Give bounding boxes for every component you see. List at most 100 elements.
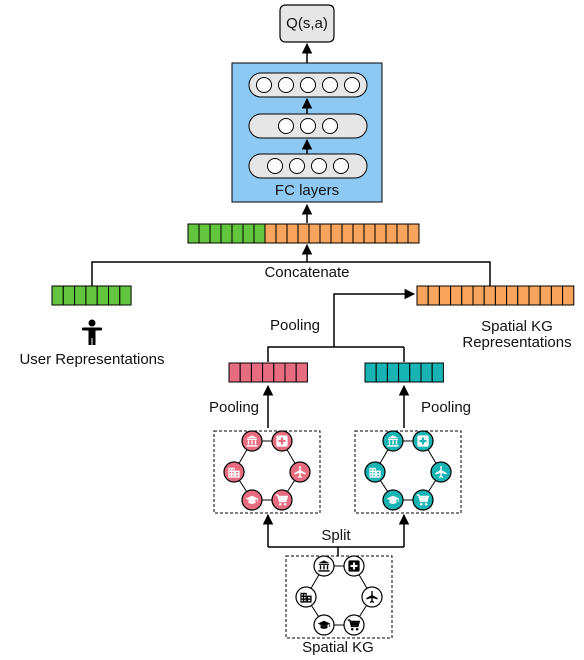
graph-box [354,430,462,514]
vector-cell [363,223,376,244]
vector-cell [242,223,255,244]
graph-box [285,555,393,639]
fc-layers-panel: FC layers [231,62,383,203]
fc-node [333,158,349,174]
fc-node [256,77,272,93]
vector-cell [427,285,440,306]
vector-cell [407,223,420,244]
vector-cell [352,223,365,244]
fc-node [300,118,316,134]
hospital-icon [276,435,288,447]
person-icon [82,319,102,345]
spatial-kg-rep-label-line1: Spatial KG [481,318,553,335]
pooling-left-label: Pooling [209,399,259,416]
vector-cell [450,285,463,306]
vector-cell [198,223,211,244]
vector-cell [220,223,233,244]
pooling-tree-left [267,346,404,362]
vector-cell [396,223,409,244]
vector-cell [398,362,411,383]
vector-cell [385,223,398,244]
user-representations-label: User Representations [19,351,164,368]
vector-cell [187,223,200,244]
split-label: Split [321,527,351,544]
vector-cell [297,223,310,244]
fc-layer-2-nodes [278,118,338,134]
vector-cell [286,223,299,244]
concatenate-label: Concatenate [264,264,349,281]
vector-cell [273,362,286,383]
vector-cell [319,223,332,244]
vector-cell [51,285,64,306]
concatenate-label-bg [250,263,362,281]
vector-cell [284,362,297,383]
vector-cell [330,223,343,244]
vector-cell [431,362,444,383]
fc-node [322,118,338,134]
vector-cell [472,285,485,306]
vector-cell [228,362,241,383]
output-node: Q(s,a) [279,4,335,43]
spatial-kg-label: Spatial KG [302,639,374,656]
teal-pooled-vector [364,362,444,383]
fc-node [289,158,305,174]
vector-cell [295,362,308,383]
pink-pooled-vector [228,362,308,383]
fc-node [278,77,294,93]
vector-cell [262,362,275,383]
hospital-icon [348,560,360,572]
graph-box [213,430,321,514]
pooling-arrow-to-kg-rep [333,288,416,347]
vector-cell [119,285,132,306]
vector-cell [253,223,266,244]
vector-cell [341,223,354,244]
pink-subgraph [213,430,321,514]
teal-subgraph [354,430,462,514]
vector-cell [308,223,321,244]
vector-cell [539,285,552,306]
vector-cell [494,285,508,306]
vector-cell [409,362,422,383]
vector-cell [264,223,277,244]
vector-cell [231,223,244,244]
vector-cell [550,285,564,306]
spatial-kg-representation-vector [416,285,575,306]
fc-layers-label: FC layers [275,182,339,199]
vector-cell [209,223,222,244]
vector-cell [250,362,264,383]
vector-cell [62,285,76,306]
vector-cell [108,285,121,306]
vector-cell [562,285,575,306]
vector-cell [438,285,452,306]
fc-layer-1 [248,153,368,179]
vector-cell [386,362,400,383]
fc-layer-1-nodes [267,158,349,174]
user-representation-vector [51,285,132,306]
vector-cell [275,223,288,244]
spatial-kg-rep-label-line2: Representations [462,334,571,351]
vector-cell [85,285,98,306]
fc-node [311,158,327,174]
spatial-kg-graph [285,555,393,639]
vector-cell [96,285,109,306]
vector-cell [528,285,541,306]
vector-cell [375,362,388,383]
output-label: Q(s,a) [286,15,328,32]
vector-cell [239,362,252,383]
fc-node [267,158,283,174]
fc-node [278,118,294,134]
fc-node [300,77,316,93]
fc-node [344,77,360,93]
pooling-top-label: Pooling [270,317,320,334]
vector-cell [74,285,87,306]
concatenate-bracket [91,261,491,287]
pooling-right-label: Pooling [421,399,471,416]
hospital-icon [417,435,429,447]
vector-cell [461,285,474,306]
vector-cell [506,285,519,306]
vector-cell [483,285,496,306]
vector-cell [374,223,387,244]
fc-node [322,77,338,93]
vector-cell [416,285,429,306]
